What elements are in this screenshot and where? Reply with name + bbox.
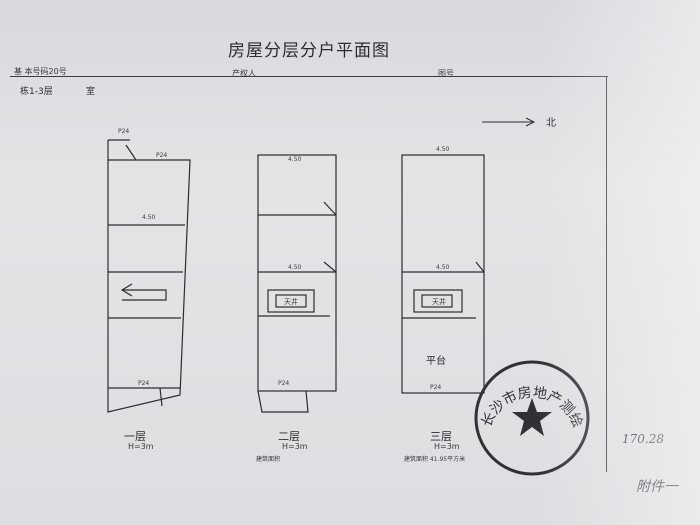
skylight-label: 天井 xyxy=(284,298,298,306)
platform-label: 平台 xyxy=(426,356,446,367)
handwritten-note: 附件一 xyxy=(636,479,678,495)
dim-label: P24 xyxy=(118,128,130,135)
area-note-2: 建筑面积 xyxy=(256,456,281,463)
frame-top-line xyxy=(10,76,608,77)
building-label: 栋1-3层 xyxy=(20,87,53,97)
dim-label: 4.50 xyxy=(436,264,450,271)
floor-height-1: H=3m xyxy=(128,442,154,451)
dim-label: 4.50 xyxy=(436,146,450,153)
document-title: 房屋分层分户平面图 xyxy=(228,41,390,61)
second-floor-plan xyxy=(257,154,337,413)
floor-height-3: H=3m xyxy=(434,442,460,451)
dim-label: 4.50 xyxy=(288,156,302,163)
dim-label: P24 xyxy=(156,152,168,159)
floor-height-2: H=3m xyxy=(282,442,308,451)
north-arrow-icon xyxy=(482,117,536,127)
dim-label: P24 xyxy=(278,380,290,387)
official-seal-stamp: 长沙市房地产测绘队 xyxy=(472,358,590,476)
dim-label: P24 xyxy=(430,384,442,391)
floor-label-2: 二层 xyxy=(278,430,300,443)
dim-label: 4.50 xyxy=(288,264,302,271)
handwritten-number: 170.28 xyxy=(622,432,664,446)
building-label-suffix: 室 xyxy=(86,87,96,97)
floor-label-1: 一层 xyxy=(124,430,146,443)
skylight-label: 天井 xyxy=(432,298,446,306)
top-mid-text: 产权人 xyxy=(232,69,256,78)
area-note-3: 建筑面积 41.95平方米 xyxy=(404,456,466,463)
top-right-text: 图号 xyxy=(438,69,454,78)
third-floor-plan xyxy=(401,154,485,394)
floor-label-3: 三层 xyxy=(430,430,452,443)
first-floor-plan xyxy=(107,139,191,413)
dim-label: P24 xyxy=(138,380,150,387)
top-left-text: 基 本号码20号 xyxy=(14,67,67,76)
dim-label: 4.50 xyxy=(142,214,156,221)
